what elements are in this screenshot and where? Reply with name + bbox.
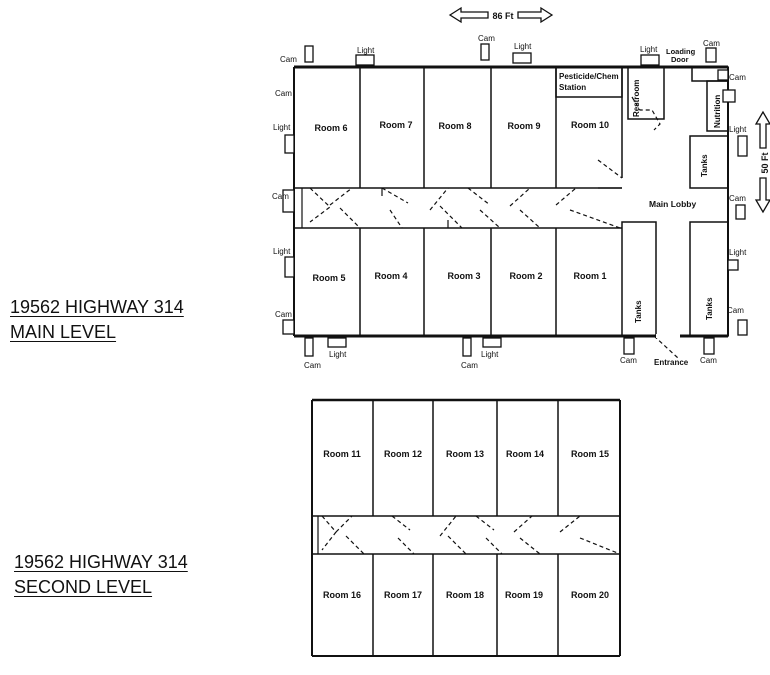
second-level-plan	[311, 398, 621, 657]
light-label: Light	[729, 125, 747, 134]
width-dimension-arrow	[448, 6, 554, 24]
pesticide-station-label-line2: Station	[559, 83, 586, 92]
light-label: Light	[329, 350, 347, 359]
second-level-room-labels: Room 11 Room 12 Room 13 Room 14 Room 15 …	[323, 449, 609, 600]
width-dimension-label: 86 Ft	[492, 11, 513, 21]
height-dimension-arrow	[754, 110, 770, 214]
room-18-label: Room 18	[446, 590, 484, 600]
main-level-area-labels: Pesticide/Chem Station Restroom Loading …	[559, 47, 722, 367]
light-label: Light	[640, 45, 658, 54]
main-level-plan	[293, 65, 729, 359]
tanks-label-upper: Tanks	[700, 154, 709, 177]
cam-label: Cam	[272, 192, 289, 201]
cam-label: Cam	[478, 34, 495, 43]
cam-label: Cam	[703, 39, 720, 48]
room-9-label: Room 9	[507, 121, 540, 131]
second-level-address: 19562 HIGHWAY 314	[14, 552, 188, 572]
cam-label: Cam	[461, 361, 478, 370]
pesticide-station-label-line1: Pesticide/Chem	[559, 72, 619, 81]
cam-label: Cam	[280, 55, 297, 64]
light-label: Light	[481, 350, 499, 359]
cam-label: Cam	[729, 194, 746, 203]
room-16-label: Room 16	[323, 590, 361, 600]
room-3-label: Room 3	[447, 271, 480, 281]
room-1-label: Room 1	[573, 271, 606, 281]
cam-label: Cam	[275, 310, 292, 319]
room-20-label: Room 20	[571, 590, 609, 600]
cam-label: Cam	[700, 356, 717, 365]
room-4-label: Room 4	[374, 271, 407, 281]
loading-door-label-line2: Door	[671, 55, 689, 64]
main-level-device-markers	[282, 43, 748, 357]
cam-label: Cam	[304, 361, 321, 370]
cam-label: Cam	[727, 306, 744, 315]
cam-label: Cam	[275, 89, 292, 98]
restroom-label: Restroom	[632, 80, 641, 117]
room-17-label: Room 17	[384, 590, 422, 600]
light-label: Light	[273, 123, 291, 132]
entrance-label: Entrance	[654, 358, 689, 367]
cam-label: Cam	[620, 356, 637, 365]
nutrition-label: Nutrition	[713, 95, 722, 128]
light-label: Light	[729, 248, 747, 257]
main-lobby-label: Main Lobby	[649, 199, 696, 209]
room-2-label: Room 2	[509, 271, 542, 281]
tanks-label-lower-left: Tanks	[634, 300, 643, 323]
main-level-room-labels: Room 6 Room 7 Room 8 Room 9 Room 10 Room…	[312, 120, 609, 283]
room-14-label: Room 14	[506, 449, 544, 459]
main-level-address: 19562 HIGHWAY 314	[10, 297, 184, 317]
room-6-label: Room 6	[314, 123, 347, 133]
tanks-label-lower-right: Tanks	[705, 297, 714, 320]
room-10-label: Room 10	[571, 120, 609, 130]
height-dimension-label: 50 Ft	[760, 152, 770, 173]
loading-door-label-line1: Loading	[666, 47, 696, 56]
room-11-label: Room 11	[323, 449, 361, 459]
room-13-label: Room 13	[446, 449, 484, 459]
room-5-label: Room 5	[312, 273, 345, 283]
second-level-title: 19562 HIGHWAY 314 SECOND LEVEL	[14, 550, 188, 600]
room-7-label: Room 7	[379, 120, 412, 130]
main-level-device-labels: Cam Cam Light Cam Light Light Cam Cam Li…	[272, 34, 747, 370]
light-label: Light	[273, 247, 291, 256]
light-label: Light	[514, 42, 532, 51]
room-12-label: Room 12	[384, 449, 422, 459]
second-level-name: SECOND LEVEL	[14, 577, 153, 597]
light-label: Light	[357, 46, 375, 55]
cam-label: Cam	[729, 73, 746, 82]
main-level-name: MAIN LEVEL	[10, 322, 117, 342]
room-8-label: Room 8	[438, 121, 471, 131]
room-15-label: Room 15	[571, 449, 609, 459]
room-19-label: Room 19	[505, 590, 543, 600]
main-level-title: 19562 HIGHWAY 314 MAIN LEVEL	[10, 295, 184, 345]
